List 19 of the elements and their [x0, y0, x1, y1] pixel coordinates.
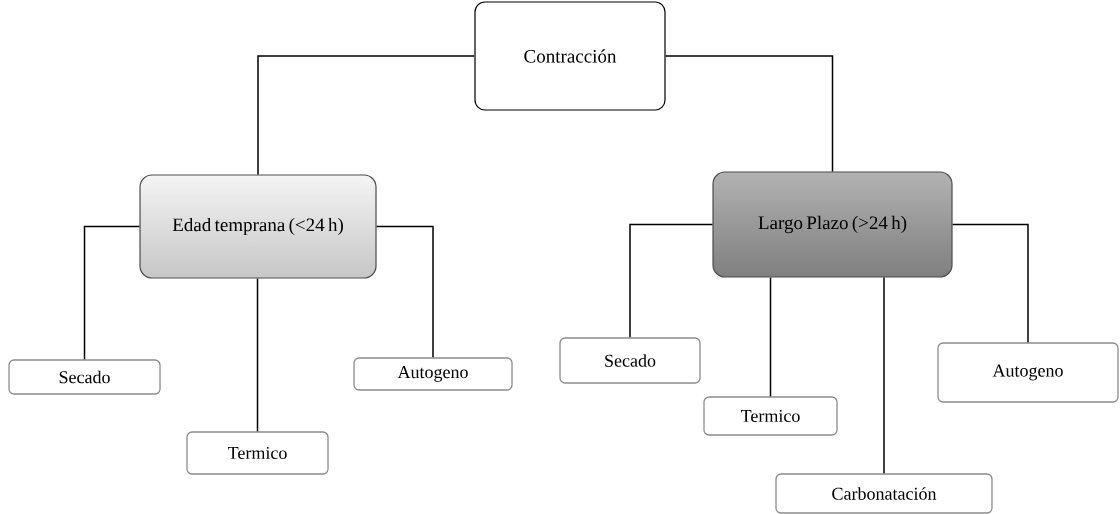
connector-line: [629, 223, 714, 339]
leaf-box: Secado: [8, 359, 161, 395]
leaf-box: Termico: [186, 431, 329, 475]
leaf-box: Autogeno: [353, 357, 513, 391]
connector-line: [664, 55, 834, 173]
connector-line: [83, 225, 141, 361]
connector-line: [257, 55, 476, 176]
connector-line: [883, 276, 885, 475]
connector-line: [951, 223, 1029, 344]
connector-line: [256, 277, 259, 433]
category-box: Largo Plazo (>24 h): [712, 171, 953, 278]
category-box: Edad temprana (<24 h): [139, 174, 377, 279]
root-box: Contracción: [474, 1, 666, 111]
leaf-box: Termico: [703, 396, 838, 436]
leaf-box: Autogeno: [937, 342, 1119, 403]
leaf-box: Carbonatación: [775, 473, 993, 514]
leaf-box: Secado: [559, 337, 701, 384]
connector-line: [375, 225, 434, 359]
connector-line: [769, 276, 772, 398]
